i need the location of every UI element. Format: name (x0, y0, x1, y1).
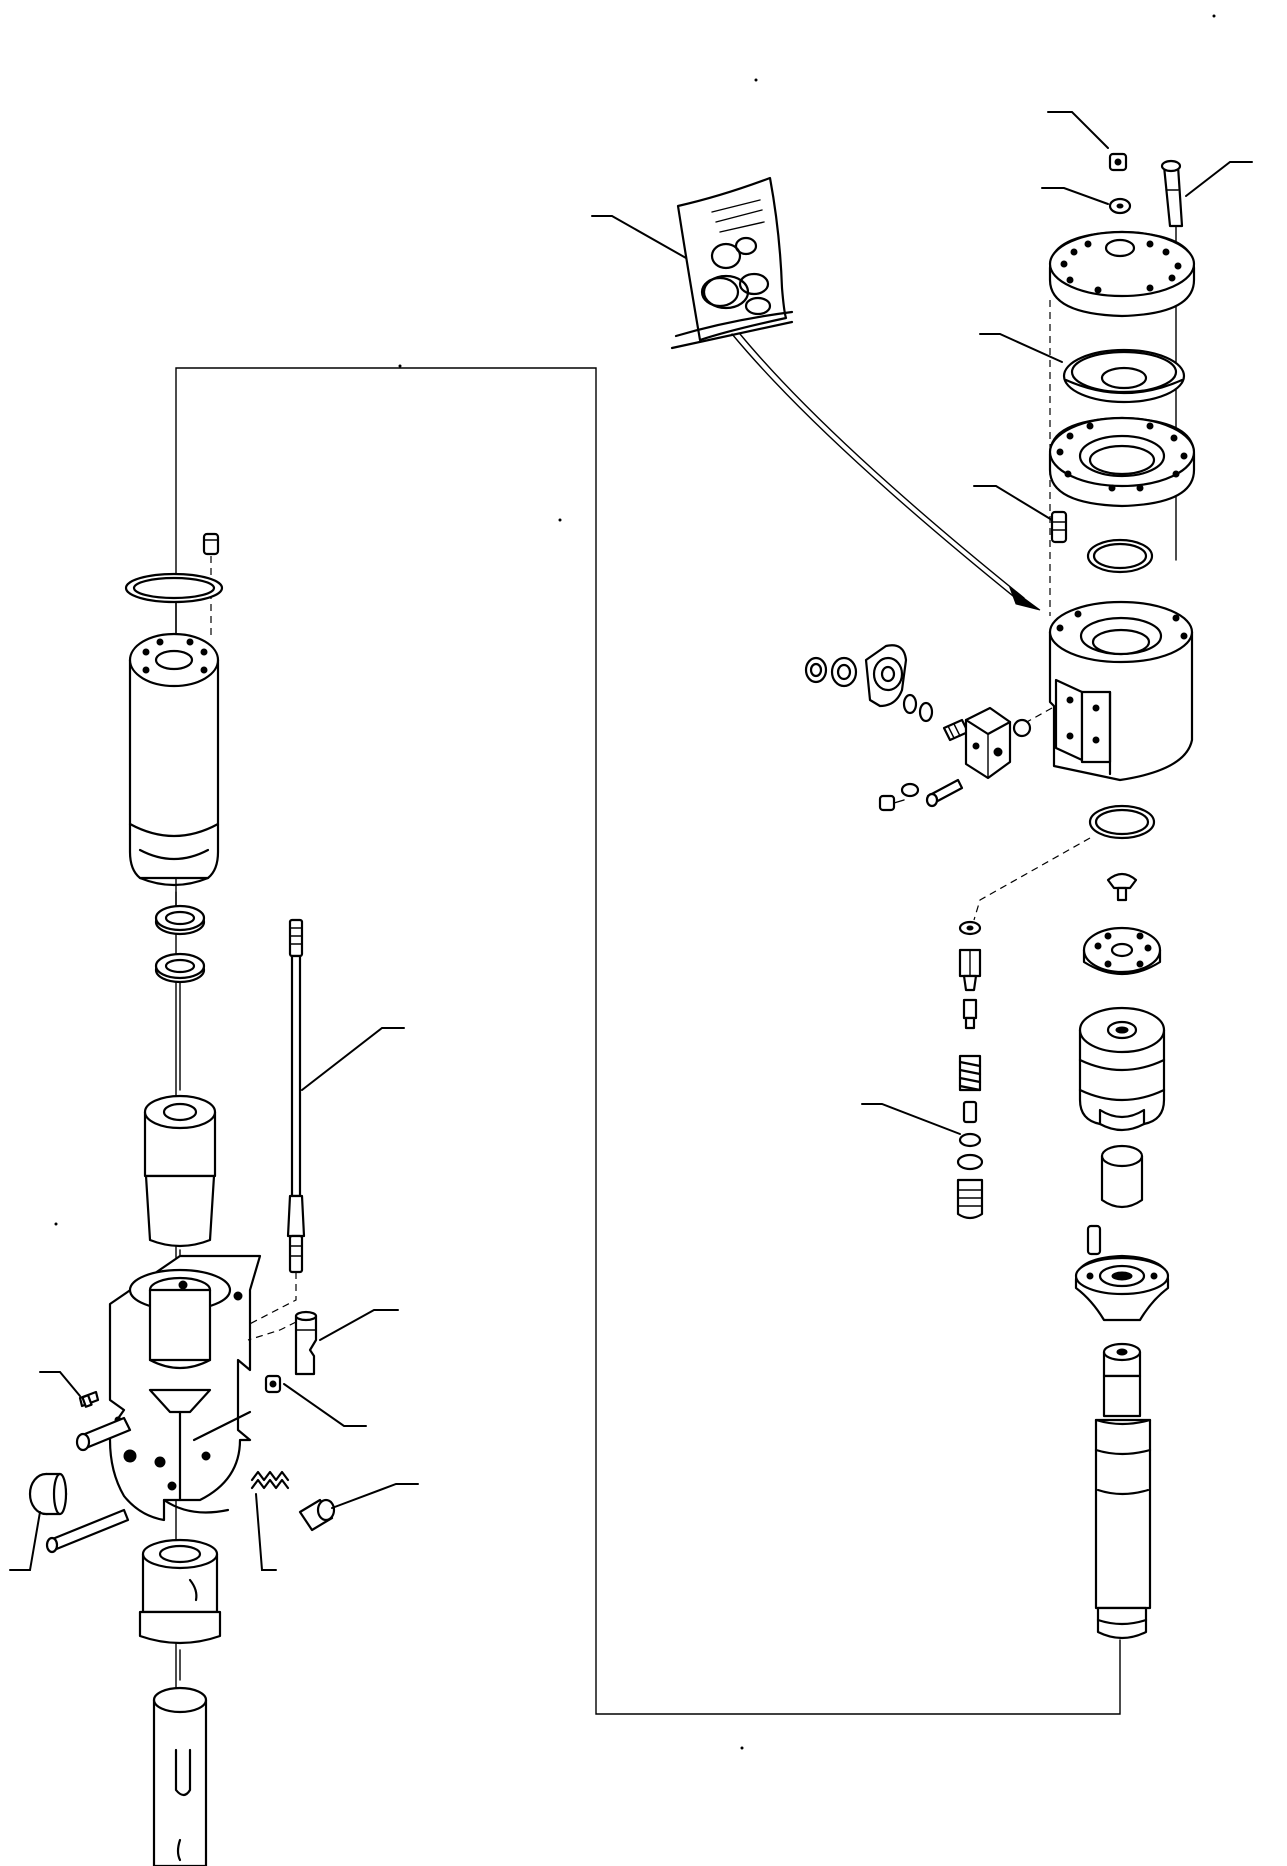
o-ring-stack (956, 1153, 984, 1171)
elbow-fitting (864, 644, 908, 708)
leader-lines (9, 111, 1253, 1571)
threaded-plug-stack (956, 1178, 984, 1220)
bushing-upper (143, 1094, 217, 1248)
threaded-nipple (942, 718, 970, 742)
bushing-small-right (1100, 1144, 1144, 1209)
tie-rod (286, 918, 306, 1274)
valve-body (1048, 600, 1194, 782)
drive-shaft (1094, 1342, 1152, 1640)
scan-specks (54, 14, 1216, 1750)
bolt-bottom (925, 778, 964, 808)
pin-small (78, 1390, 100, 1408)
cap-screw-top-right (1108, 152, 1128, 172)
long-pin (45, 1508, 130, 1554)
small-nipple (264, 1374, 282, 1394)
lock-washer-bottom (900, 782, 920, 798)
bushing-lower (138, 1538, 222, 1645)
long-bolt-top-right (1160, 159, 1184, 228)
right-assembly (804, 152, 1196, 1640)
o-ring-lower-right (1088, 804, 1156, 840)
pin-stack (962, 1100, 978, 1124)
retainer-plate (1074, 1254, 1170, 1322)
washer-top-right (1108, 197, 1132, 215)
small-screw-right (1050, 510, 1068, 544)
guide-pin-right (1086, 1224, 1102, 1256)
valve-housing-block (108, 1254, 262, 1522)
spring (250, 1470, 290, 1490)
washer-stack-top (958, 920, 982, 936)
plug-fitting (294, 1310, 318, 1376)
cylinder-block (1078, 1006, 1166, 1132)
o-ring-small-1 (902, 693, 918, 715)
o-ring-upper-right (1086, 538, 1154, 574)
washer-stack-bottom (958, 1132, 982, 1148)
valve-plate-disc (1082, 926, 1162, 976)
seal-ring-upper (154, 904, 206, 936)
cap-screw-bottom-left (878, 794, 905, 812)
seal-cup (1062, 348, 1186, 404)
hex-plug-stack (958, 948, 982, 992)
cap-screw-top-left (202, 532, 220, 556)
poppet-cap (1106, 872, 1138, 902)
o-ring-small-2 (918, 701, 934, 723)
plug-screw-right (298, 1498, 336, 1532)
plug-knob-left (28, 1472, 68, 1516)
middle-flange (1048, 416, 1196, 508)
poppet-stack (962, 998, 978, 1030)
washer-ring-2 (830, 656, 858, 688)
left-assembly (28, 532, 336, 1866)
check-valve-stack (956, 920, 984, 1220)
adapter-block (964, 706, 1012, 780)
clip-ring-1 (804, 656, 828, 684)
top-cover-flange (1048, 230, 1196, 318)
seal-kit-package (670, 176, 794, 350)
o-ring-top-left (124, 572, 224, 604)
piston-shaft-left (152, 1686, 208, 1866)
pin-medium (75, 1416, 132, 1452)
seal-kit-arrow (731, 333, 1041, 611)
cylinder-sleeve (128, 632, 220, 887)
seal-ring-lower (154, 952, 206, 984)
spring-stack (958, 1054, 982, 1092)
o-ring-small-3 (1012, 718, 1032, 738)
